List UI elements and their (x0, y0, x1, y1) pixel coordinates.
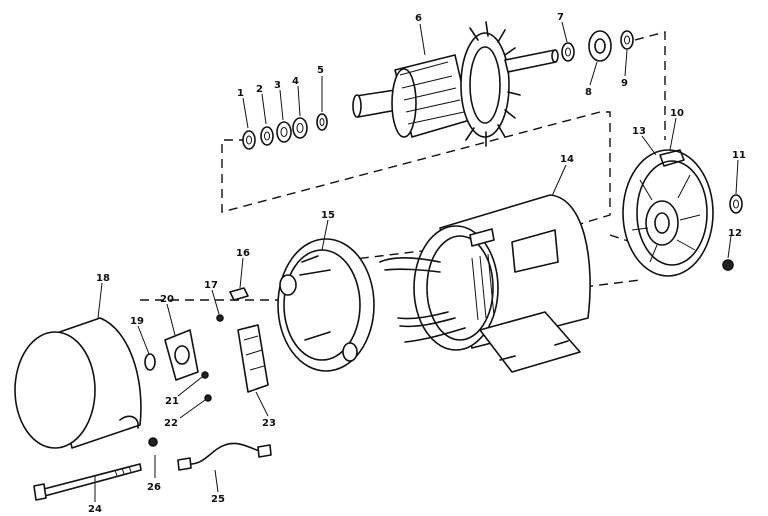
callout-20: 20 (160, 294, 174, 305)
callout-1: 1 (237, 88, 244, 99)
callout-leaders (94, 21, 739, 502)
callout-2: 2 (256, 84, 263, 95)
callout-14: 14 (560, 154, 574, 165)
end-cover (14, 317, 142, 449)
callout-9: 9 (621, 78, 628, 89)
shaft-washers (242, 113, 328, 150)
callout-23: 23 (262, 418, 276, 429)
motor-frame (379, 194, 591, 373)
bearing-parts (561, 30, 634, 62)
callout-21: 21 (165, 396, 179, 407)
callout-3: 3 (274, 80, 281, 91)
rear-end-bell (277, 238, 375, 372)
callout-10: 10 (670, 108, 684, 119)
callout-26: 26 (147, 482, 161, 493)
callout-5: 5 (317, 65, 324, 76)
callout-25: 25 (211, 494, 225, 505)
callout-12: 12 (728, 228, 742, 239)
callout-19: 19 (130, 316, 144, 327)
end-bell-washers (722, 194, 743, 271)
through-bolt (33, 463, 142, 501)
callout-18: 18 (96, 273, 110, 284)
callout-24: 24 (88, 504, 102, 515)
callout-labels: 1 2 3 4 5 6 7 8 9 10 11 12 13 14 15 16 1… (88, 12, 746, 515)
lead-wire (177, 442, 272, 471)
callout-16: 16 (236, 248, 250, 259)
rotor-assembly (352, 21, 559, 147)
screw (148, 437, 158, 447)
callout-15: 15 (321, 210, 335, 221)
callout-8: 8 (585, 87, 592, 98)
callout-7: 7 (557, 12, 564, 23)
callout-22: 22 (164, 418, 178, 429)
callout-13: 13 (632, 126, 646, 137)
front-end-bell (622, 149, 714, 277)
callout-6: 6 (415, 13, 422, 24)
switch-parts (144, 287, 269, 402)
callout-11: 11 (732, 150, 746, 161)
callout-4: 4 (292, 76, 299, 87)
callout-17: 17 (204, 280, 218, 291)
